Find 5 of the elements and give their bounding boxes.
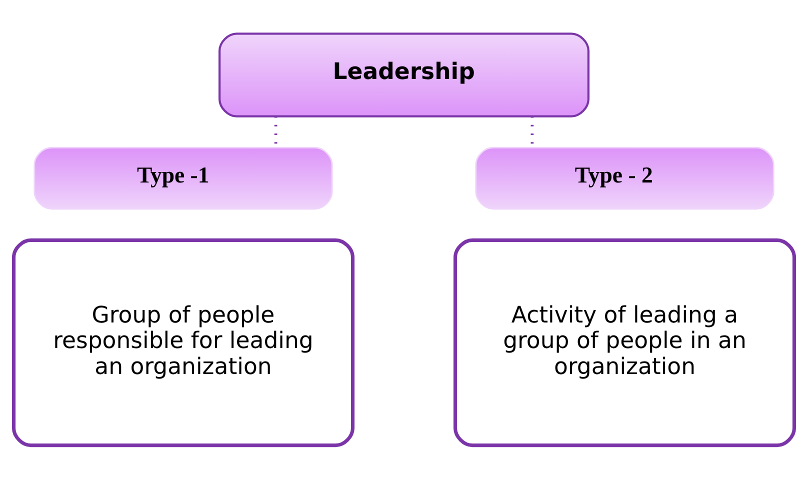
node-box: Type -1	[34, 146, 333, 210]
node-box: Leadership	[218, 32, 590, 118]
node-box: Group of people responsible for leading an organization	[12, 238, 354, 448]
node-box: Activity of leading a group of people in an organization	[454, 238, 796, 448]
node-box: Type - 2	[475, 146, 774, 210]
